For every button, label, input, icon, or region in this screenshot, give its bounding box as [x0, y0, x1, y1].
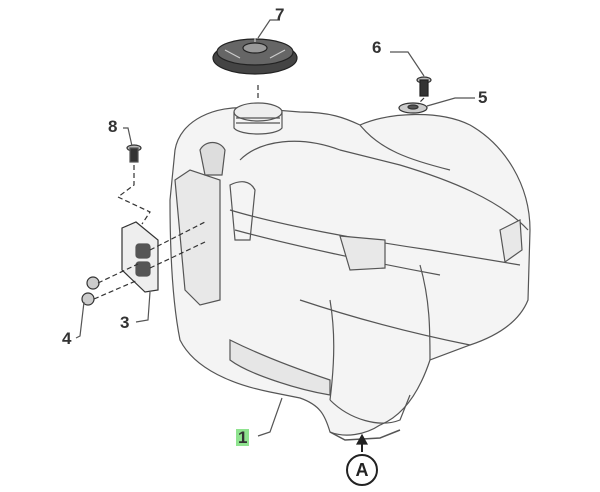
- assembly-lines: [93, 85, 425, 300]
- fuel-cap-part-7: [212, 38, 298, 75]
- screws-part-4: [81, 276, 100, 306]
- callout-1-highlighted: 1: [236, 428, 250, 447]
- callout-6: 6: [372, 38, 382, 57]
- screw-part-6: [416, 76, 432, 97]
- callout-3: 3: [120, 313, 130, 332]
- bracket-part-3: [121, 221, 159, 293]
- callout-7: 7: [275, 5, 285, 24]
- washer-part-5: [398, 102, 428, 114]
- callout-8: 8: [108, 117, 118, 136]
- bolt-part-8: [126, 144, 142, 163]
- callout-5: 5: [478, 88, 488, 107]
- filler-neck: [233, 102, 283, 135]
- callout-4: 4: [62, 329, 72, 348]
- view-marker-A: A: [346, 454, 378, 486]
- leader-lines: [75, 19, 475, 437]
- fuel-tank: [169, 107, 531, 441]
- view-arrow-A: [355, 433, 369, 452]
